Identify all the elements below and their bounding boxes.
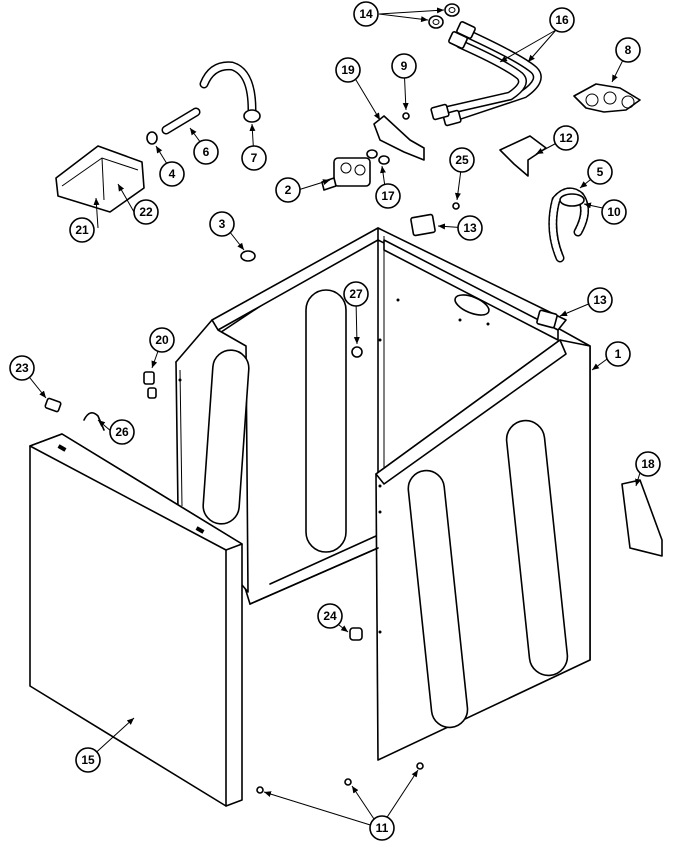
svg-text:3: 3 [219,217,226,231]
wire-spring [83,412,105,431]
svg-text:7: 7 [251,151,258,165]
callout-17: 17 [375,183,401,209]
callout-4: 4 [159,161,185,187]
callout-23: 23 [9,355,35,381]
cabinet-screws [256,762,424,794]
svg-text:5: 5 [597,165,604,179]
panel-clip [143,371,157,399]
svg-text:26: 26 [115,425,129,439]
callout-6: 6 [193,139,219,165]
callout-8: 8 [615,37,641,63]
clamp-small [240,250,256,262]
callout-7: 7 [241,145,267,171]
svg-text:14: 14 [359,7,373,21]
svg-text:1: 1 [615,347,622,361]
hose-washers [428,3,460,29]
callout-15: 15 [75,747,101,773]
svg-text:20: 20 [155,333,169,347]
svg-text:15: 15 [81,753,95,767]
callout-11: 11 [369,815,395,841]
svg-text:25: 25 [455,153,469,167]
callout-3: 3 [209,211,235,237]
corner-clip [410,213,436,237]
front-panel [29,433,243,807]
callout-20: 20 [149,327,175,353]
svg-text:22: 22 [139,205,153,219]
callout-16: 16 [549,7,575,33]
svg-text:16: 16 [555,13,569,27]
callout-25: 25 [449,147,475,173]
svg-text:12: 12 [559,131,573,145]
callout-22: 22 [133,199,159,225]
svg-text:13: 13 [463,221,477,235]
cabinet [175,227,591,761]
svg-text:21: 21 [75,223,89,237]
svg-text:11: 11 [376,821,389,835]
callout-18: 18 [635,451,661,477]
callout-19: 19 [335,57,361,83]
elbow-hose [199,61,261,123]
callout-24: 24 [317,603,343,629]
spring-clip [44,397,62,413]
svg-text:17: 17 [381,189,395,203]
svg-text:18: 18 [641,457,655,471]
callout-13-top: 13 [457,215,483,241]
hose-piece [161,107,201,135]
svg-text:23: 23 [15,361,29,375]
callout-2: 2 [275,177,301,203]
callout-13-cabinet: 13 [587,287,613,313]
side-tab [621,479,663,557]
lower-clip [349,627,363,641]
mounting-bracket [55,145,145,213]
valve-bracket [373,115,425,161]
screw [402,112,410,120]
callout-5: 5 [587,159,613,185]
svg-text:27: 27 [349,287,363,301]
svg-text:2: 2 [285,183,292,197]
valve-washers [366,149,390,165]
svg-text:19: 19 [341,63,355,77]
corner-clip-mounted [536,309,558,329]
callout-9: 9 [391,53,417,79]
svg-text:10: 10 [607,205,621,219]
callout-21: 21 [69,217,95,243]
inlet-hoses [430,21,542,127]
bracket [499,135,547,177]
svg-text:13: 13 [593,293,607,307]
hose-clip [573,83,641,113]
screw-small [452,202,460,210]
callout-27: 27 [343,281,369,307]
callout-1: 1 [605,341,631,367]
svg-text:9: 9 [401,59,408,73]
svg-text:24: 24 [323,609,337,623]
callout-14: 14 [353,1,379,27]
callout-10: 10 [601,199,627,225]
svg-text:4: 4 [169,167,176,181]
svg-text:8: 8 [625,43,632,57]
clamp [146,131,158,145]
callout-26: 26 [109,419,135,445]
callout-12: 12 [553,125,579,151]
drain-hose [548,187,589,263]
svg-text:6: 6 [203,145,210,159]
grommet [351,346,363,358]
water-valve [321,157,371,191]
